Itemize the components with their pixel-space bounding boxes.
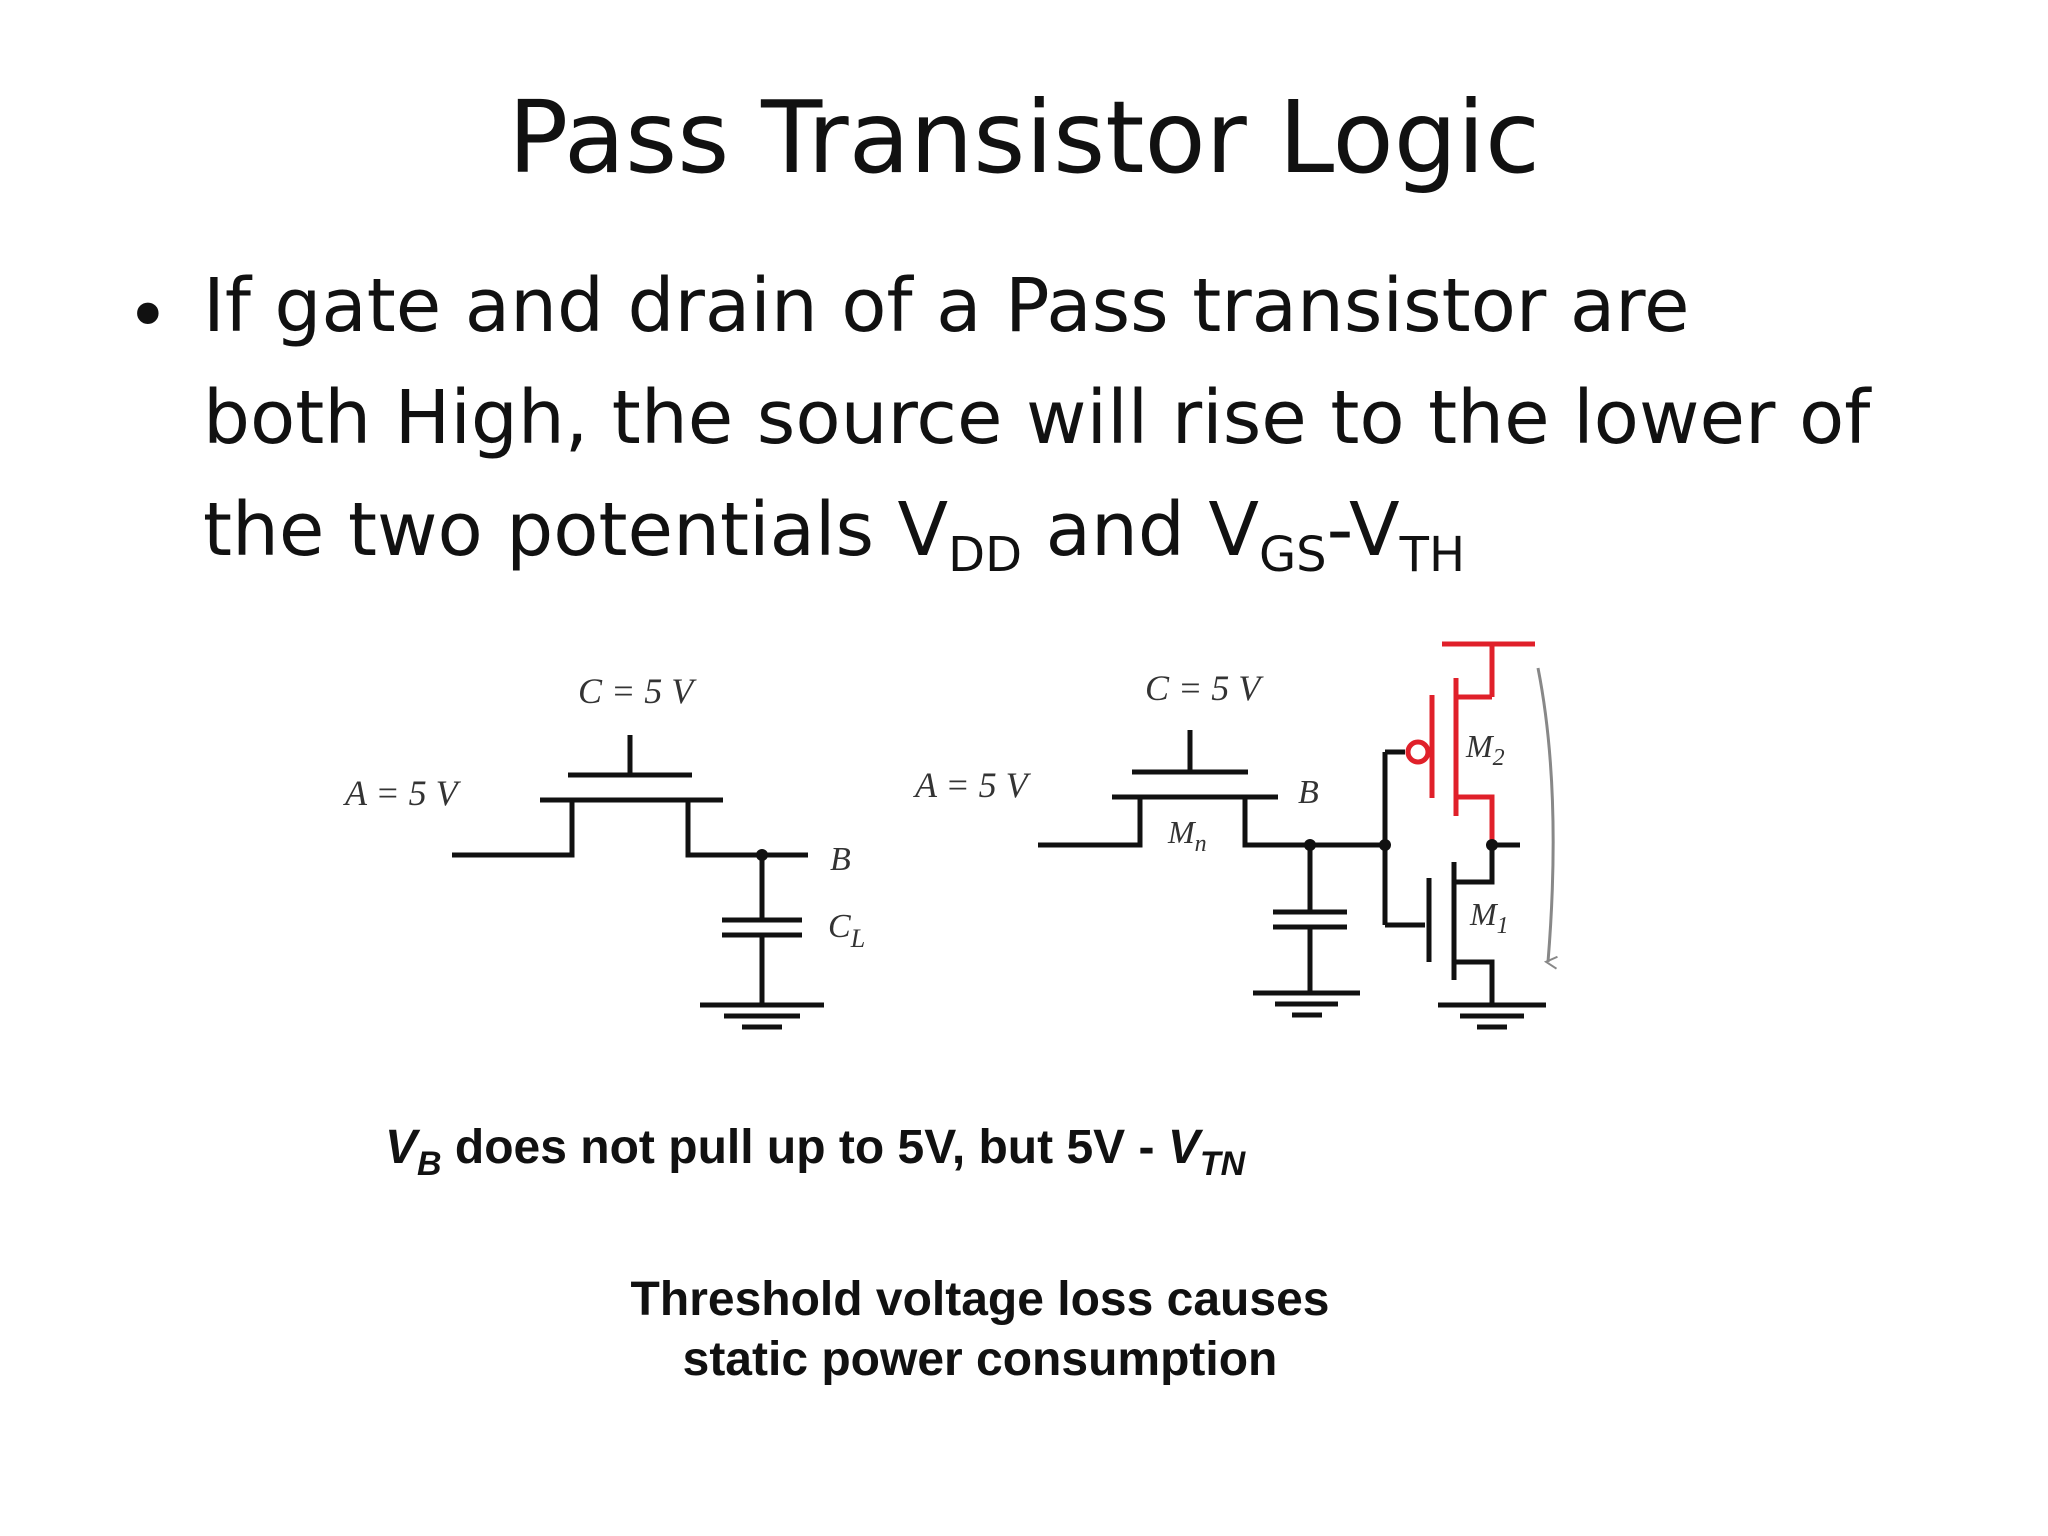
m2-drain-wire <box>1456 794 1495 845</box>
left-label-a: A = 5 V <box>343 773 462 813</box>
slide-title: Pass Transistor Logic <box>508 79 1540 196</box>
label-m2: M2 <box>1465 728 1505 771</box>
vth-subscript: TH <box>1399 527 1466 583</box>
left-node-b-dot <box>756 849 768 861</box>
mn-drain-wire <box>1242 797 1385 848</box>
left-label-c: C = 5 V <box>578 671 697 711</box>
left-source-wire <box>452 800 575 858</box>
vtn-subscript: TN <box>1199 1145 1246 1183</box>
label-m1-main: M <box>1469 896 1499 932</box>
bullet-line-3-prefix: the two potentials V <box>203 487 949 573</box>
caption-middle: does not pull up to 5V, but 5V - <box>441 1121 1168 1174</box>
vb-main: V <box>385 1121 418 1174</box>
caption-power-line-1: Threshold voltage loss causes <box>630 1273 1330 1326</box>
left-circuit <box>452 735 824 1030</box>
vgs-subscript: GS <box>1258 527 1327 583</box>
inverter-input-dot <box>1379 839 1391 851</box>
leakage-current-arrow-icon <box>1536 667 1553 962</box>
bullet-and-text: and V <box>1022 487 1259 573</box>
right-label-a: A = 5 V <box>913 765 1032 805</box>
right-label-b: B <box>1298 774 1319 811</box>
bullet-line-3: the two potentials VDD and VGS-VTH <box>203 474 1938 586</box>
m1-drain-wire <box>1454 845 1495 885</box>
label-mn: Mn <box>1167 814 1207 857</box>
caption-threshold-text: VB does not pull up to 5V, but 5V - VTN <box>385 1120 1245 1181</box>
label-m1-sub: 1 <box>1497 913 1509 939</box>
label-m2-sub: 2 <box>1493 745 1505 771</box>
vdd-subscript: DD <box>948 527 1023 583</box>
m1-source-wire <box>1454 959 1495 1005</box>
bullet-line-1: If gate and drain of a Pass transistor a… <box>203 263 1690 349</box>
label-mn-sub: n <box>1195 831 1207 857</box>
caption-power: Threshold voltage loss causes static pow… <box>480 1270 1480 1390</box>
label-m1: M1 <box>1469 896 1509 939</box>
left-label-cl-sub: L <box>850 924 865 953</box>
right-label-c: C = 5 V <box>1145 668 1264 708</box>
right-node-b-dot <box>1304 839 1316 851</box>
m2-inversion-bubble-icon <box>1405 739 1431 765</box>
bullet-line-2: both High, the source will rise to the l… <box>203 375 1871 461</box>
left-label-cl-main: C <box>828 908 851 945</box>
vtn-main: V <box>1167 1121 1200 1174</box>
right-circuit <box>1038 730 1546 1030</box>
inverter-output-dot <box>1486 839 1498 851</box>
bullet-text: If gate and drain of a Pass transistor a… <box>203 250 1938 586</box>
bullet-point: • If gate and drain of a Pass transistor… <box>118 250 1938 586</box>
left-drain-wire <box>685 800 808 858</box>
mn-source-wire <box>1038 797 1143 848</box>
label-mn-main: M <box>1167 814 1197 850</box>
left-label-cl: CL <box>828 908 865 953</box>
left-label-b: B <box>830 841 851 878</box>
label-m2-main: M <box>1465 728 1495 764</box>
bullet-dash-v: -V <box>1326 487 1400 573</box>
bullet-dot-icon: • <box>126 273 170 359</box>
caption-power-line-2: static power consumption <box>682 1333 1278 1386</box>
m2-pmos-highlight <box>1405 641 1535 845</box>
vb-subscript: B <box>417 1145 442 1183</box>
